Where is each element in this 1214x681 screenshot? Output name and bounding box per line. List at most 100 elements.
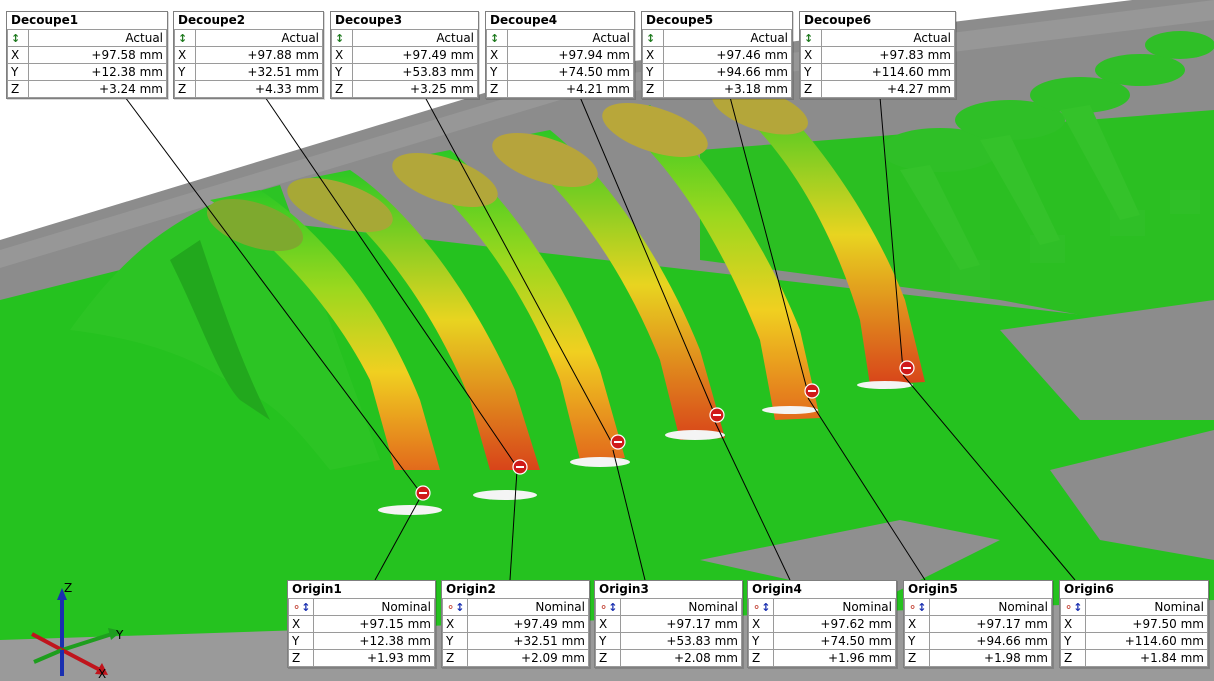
callout-header: Actual (28, 29, 167, 47)
coordinate-value-x: +97.83 mm (821, 46, 955, 64)
coordinate-row: Z+1.98 mm (903, 649, 1052, 667)
axis-x-label: X (98, 667, 106, 681)
axis-label: X (800, 46, 822, 64)
coordinate-value-y: +32.51 mm (195, 63, 323, 81)
coordinate-row: X+97.83 mm (800, 46, 955, 64)
callout-header: Actual (352, 29, 478, 47)
coordinate-row: X+97.17 mm (903, 615, 1052, 633)
coordinate-row: X+97.49 mm (331, 46, 478, 64)
coordinate-row: Y+74.50 mm (747, 632, 896, 650)
coordinate-value-z: +4.33 mm (195, 80, 323, 98)
axis-label: Z (747, 649, 775, 667)
axis-label: Z (331, 80, 353, 98)
coordinate-value-y: +12.38 mm (28, 63, 167, 81)
axis-label: Z (642, 80, 664, 98)
axis-label: Z (594, 649, 622, 667)
marker-decoupe6 (899, 360, 915, 376)
callout-header: Nominal (313, 598, 435, 616)
coordinate-value-x: +97.50 mm (1085, 615, 1208, 633)
nominal-point-icon: ⚬↕ (747, 598, 775, 616)
callout-header: Nominal (773, 598, 896, 616)
axis-triad: Z Y X (31, 581, 124, 681)
axis-label: Y (903, 632, 931, 650)
coordinate-value-x: +97.17 mm (929, 615, 1052, 633)
coordinate-value-z: +4.21 mm (507, 80, 634, 98)
coordinate-row: X+97.15 mm (287, 615, 435, 633)
axis-label: X (486, 46, 508, 64)
coordinate-value-y: +94.66 mm (929, 632, 1052, 650)
actual-arrow-icon: ↕ (174, 29, 196, 47)
coordinate-row: Y+114.60 mm (1059, 632, 1208, 650)
coordinate-value-z: +3.24 mm (28, 80, 167, 98)
axis-label: Y (1059, 632, 1087, 650)
coordinate-value-y: +94.66 mm (663, 63, 792, 81)
axis-label: Y (7, 63, 29, 81)
axis-label: Y (800, 63, 822, 81)
nominal-point-icon: ⚬↕ (287, 598, 315, 616)
coordinate-row: Z+4.27 mm (800, 80, 955, 98)
coordinate-row: X+97.88 mm (174, 46, 323, 64)
coordinate-row: X+97.50 mm (1059, 615, 1208, 633)
axis-label: Z (903, 649, 931, 667)
nominal-point-icon: ⚬↕ (441, 598, 469, 616)
coordinate-value-z: +1.98 mm (929, 649, 1052, 667)
coordinate-value-x: +97.49 mm (467, 615, 589, 633)
coordinate-value-y: +32.51 mm (467, 632, 589, 650)
coordinate-value-x: +97.17 mm (620, 615, 742, 633)
coordinate-value-z: +1.93 mm (313, 649, 435, 667)
coordinate-value-z: +3.25 mm (352, 80, 478, 98)
callout-title: Decoupe3 (335, 13, 403, 27)
marker-decoupe4 (709, 407, 725, 423)
coordinate-row: Z+4.21 mm (486, 80, 634, 98)
coordinate-row: Y+53.83 mm (331, 63, 478, 81)
point-markers[interactable] (415, 360, 915, 501)
axis-label: Y (441, 632, 469, 650)
coordinate-row: Z+3.25 mm (331, 80, 478, 98)
coordinate-row: Z+1.96 mm (747, 649, 896, 667)
axis-label: X (594, 615, 622, 633)
axis-label: Z (7, 80, 29, 98)
callout-header: Nominal (1085, 598, 1208, 616)
callout-title: Decoupe6 (804, 13, 872, 27)
axis-label: X (287, 615, 315, 633)
actual-arrow-icon: ↕ (800, 29, 822, 47)
axis-label: Y (486, 63, 508, 81)
coordinate-row: Z+1.84 mm (1059, 649, 1208, 667)
callout-header: Nominal (467, 598, 589, 616)
coordinate-value-y: +74.50 mm (773, 632, 896, 650)
coordinate-value-x: +97.58 mm (28, 46, 167, 64)
axis-label: X (331, 46, 353, 64)
coordinate-value-y: +114.60 mm (821, 63, 955, 81)
build-plate-highlight (0, 0, 1214, 268)
coordinate-value-y: +114.60 mm (1085, 632, 1208, 650)
axis-label: Y (331, 63, 353, 81)
coordinate-value-z: +1.84 mm (1085, 649, 1208, 667)
axis-label: Z (486, 80, 508, 98)
axis-label: X (1059, 615, 1087, 633)
background-parts (880, 31, 1214, 290)
nominal-point-icon: ⚬↕ (903, 598, 931, 616)
coordinate-row: Z+3.18 mm (642, 80, 792, 98)
coordinate-row: Y+53.83 mm (594, 632, 742, 650)
marker-decoupe1 (415, 485, 431, 501)
axis-label: Y (174, 63, 196, 81)
leader-lines (124, 96, 1076, 581)
coordinate-value-z: +4.27 mm (821, 80, 955, 98)
coordinate-value-x: +97.49 mm (352, 46, 478, 64)
callout-title: Origin2 (446, 582, 496, 596)
axis-label: Y (747, 632, 775, 650)
coordinate-value-x: +97.62 mm (773, 615, 896, 633)
